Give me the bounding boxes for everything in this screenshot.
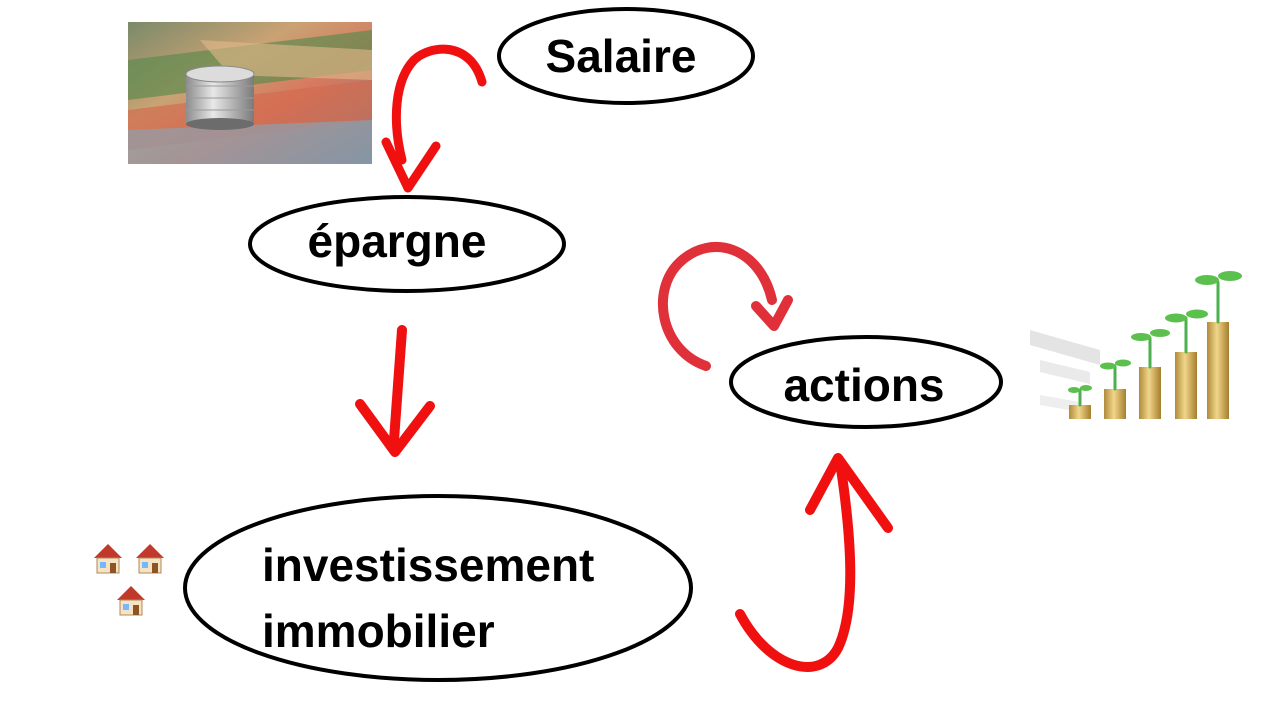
salaire-label: Salaire bbox=[546, 30, 697, 82]
actions-ellipse bbox=[729, 335, 1003, 429]
salaire-ellipse bbox=[497, 7, 755, 105]
growth-coins-picture bbox=[1030, 271, 1242, 419]
epargne-label: épargne bbox=[308, 215, 487, 267]
arrow-epargne-to-investissement bbox=[355, 325, 435, 457]
arrow-actions-loop bbox=[657, 242, 793, 371]
houses-group bbox=[94, 544, 164, 616]
house-icon bbox=[94, 544, 122, 574]
node-actions: actions bbox=[729, 335, 1003, 429]
money-picture bbox=[128, 22, 372, 164]
arrow-investissement-to-actions bbox=[735, 453, 893, 672]
house-icon bbox=[117, 586, 145, 616]
epargne-ellipse bbox=[248, 195, 566, 293]
node-salaire: Salaire bbox=[497, 7, 755, 105]
house-icon bbox=[136, 544, 164, 574]
investissement-label-line2: immobilier bbox=[262, 605, 495, 657]
investissement-label-line1: investissement bbox=[262, 539, 594, 591]
actions-label: actions bbox=[783, 359, 944, 411]
node-investissement: investissement immobilier bbox=[183, 494, 693, 682]
node-epargne: épargne bbox=[248, 195, 566, 293]
arrow-salaire-to-epargne bbox=[381, 44, 487, 193]
investissement-ellipse bbox=[183, 494, 693, 682]
